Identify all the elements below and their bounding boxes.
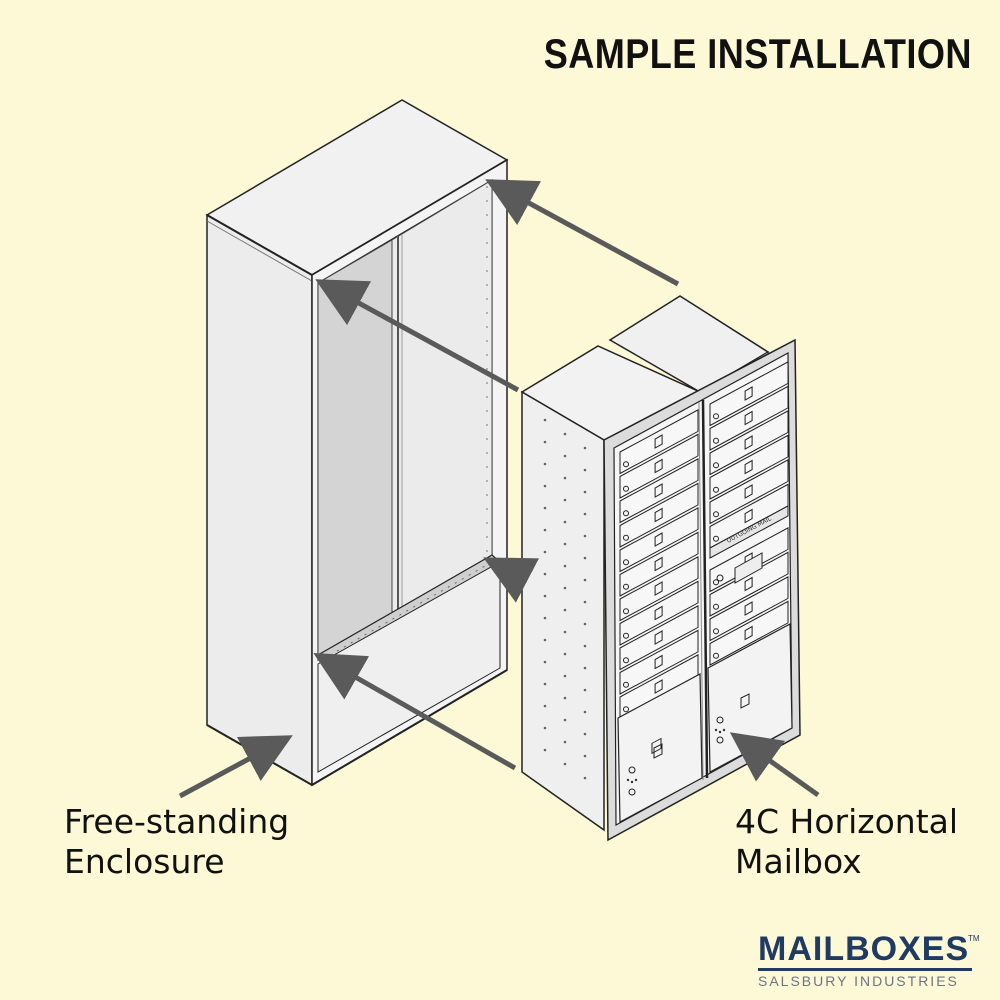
page-title: SAMPLE INSTALLATION [543,30,972,77]
mailbox-door [619,580,699,646]
arrow-bottom-left [313,653,517,771]
mailbox-door [709,576,789,642]
installation-arrows [178,179,820,799]
mailbox-callout-label: 4C Horizontal Mailbox [735,802,958,882]
horizontal-mailbox-unit: OUTGOING MAIL [520,295,801,842]
mailbox-door [709,410,789,476]
enclosure-label-line2: Enclosure [64,842,225,881]
mailbox-door [709,361,789,427]
mailbox-door [619,507,699,573]
arrow-mailbox-callout [729,732,820,798]
mailbox-door [709,385,789,451]
parcel-locker-left [617,673,703,823]
mailbox-door [619,458,699,524]
arrow-bottom-right [483,557,540,603]
enclosure-callout-label: Free-standing Enclosure [64,802,289,882]
brand-logo: MAILBOXES TM SALSBURY INDUSTRIES [758,930,980,989]
mailbox-door [709,434,789,500]
free-standing-enclosure [205,99,509,787]
arrow-top-right [485,179,680,287]
enclosure-label-line1: Free-standing [64,802,290,841]
mailbox-door [619,433,699,499]
mailbox-label-line1: 4C Horizontal [735,802,959,841]
mailbox-door [619,531,699,597]
mailbox-door [619,556,699,622]
mailbox-door [619,482,699,548]
customer-compartment-doors [619,361,789,720]
mailbox-door [709,600,789,666]
outgoing-mail-slot [709,505,789,559]
master-lock-panel [734,552,763,584]
side-panel-holes [543,418,587,780]
mailbox-label-line2: Mailbox [735,842,862,881]
enclosure-left-side [206,213,313,787]
arrow-top-left [315,279,520,393]
mailbox-door [619,409,699,475]
logo-tagline: SALSBURY INDUSTRIES [758,973,959,989]
logo-divider [758,968,972,971]
arrow-enclosure-callout [178,735,293,799]
master-lock-icon [716,574,724,582]
mailbox-door [709,459,789,525]
mailbox-door [619,605,699,671]
mailbox-door [619,629,699,695]
logo-brand-name: MAILBOXES [758,930,970,968]
mailbox-side-panel [521,390,605,832]
logo-trademark: TM [968,934,980,943]
